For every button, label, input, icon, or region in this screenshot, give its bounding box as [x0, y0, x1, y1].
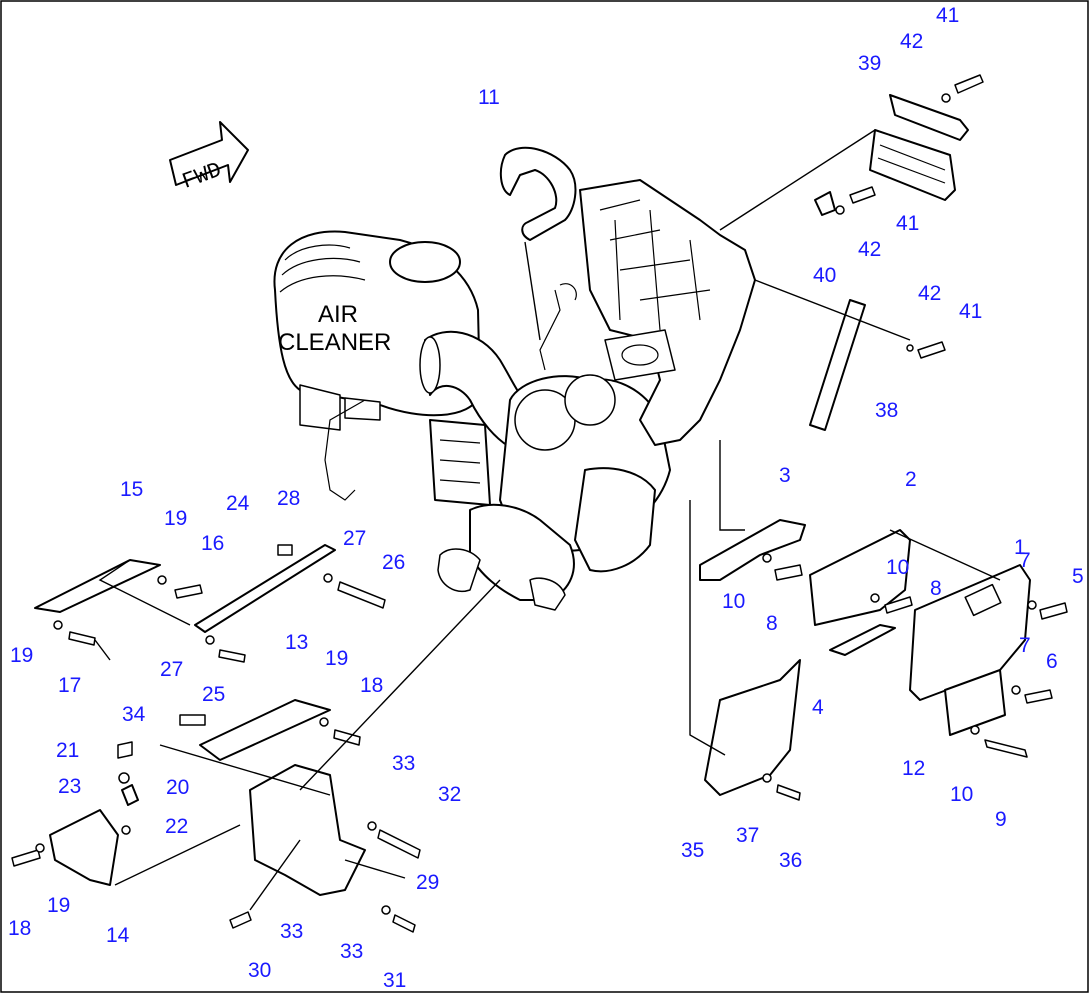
part-4-bar [829, 624, 896, 656]
callout-9: 9 [995, 808, 1007, 831]
callout-32: 32 [438, 783, 461, 806]
callouts: 1 2 3 4 5 6 7 7 8 8 9 10 10 10 11 12 13 … [8, 4, 1084, 992]
callout-31: 31 [383, 969, 406, 992]
callout-4: 4 [812, 696, 824, 719]
part-2-bracket [809, 529, 911, 626]
callout-10a: 10 [722, 590, 745, 613]
part-11-cover [499, 146, 577, 241]
part-40-clip [814, 191, 836, 216]
callout-23: 23 [58, 775, 81, 798]
callout-26: 26 [382, 551, 405, 574]
air-cleaner-label-line1: AIR [318, 301, 358, 328]
callout-13: 13 [285, 631, 308, 654]
callout-28: 28 [277, 487, 300, 510]
callout-18b: 18 [8, 917, 31, 940]
callout-8b: 8 [930, 577, 942, 600]
part-14-bracket [49, 809, 119, 886]
callout-34: 34 [122, 703, 146, 726]
callout-10c: 10 [950, 783, 973, 806]
callout-7a: 7 [1019, 549, 1031, 572]
part-12-plate [944, 669, 1006, 736]
callout-41b: 41 [896, 212, 919, 235]
callout-15: 15 [120, 478, 143, 501]
turbocharger-assembly [429, 374, 671, 611]
callout-5: 5 [1072, 565, 1084, 588]
callout-14: 14 [106, 924, 130, 947]
part-29-bracket [249, 764, 366, 896]
part-24-bar [194, 544, 336, 633]
callout-7b: 7 [1019, 634, 1031, 657]
callout-18a: 18 [360, 674, 383, 697]
callout-19b: 19 [10, 644, 33, 667]
part-39-bracket [869, 94, 969, 201]
callout-22: 22 [165, 815, 188, 838]
part-15-bar [34, 559, 161, 613]
callout-16: 16 [201, 532, 224, 555]
part-20-clamp [121, 784, 139, 806]
callout-6: 6 [1046, 650, 1058, 673]
callout-33b: 33 [280, 920, 303, 943]
callout-38: 38 [875, 399, 898, 422]
callout-12: 12 [902, 757, 925, 780]
callout-27b: 27 [160, 658, 183, 681]
callout-19c: 19 [325, 647, 348, 670]
callout-27a: 27 [343, 527, 366, 550]
callout-10b: 10 [886, 556, 909, 579]
callout-37: 37 [736, 824, 759, 847]
part-1-plate [909, 564, 1031, 701]
fasteners [11, 74, 1068, 933]
callout-42c: 42 [918, 282, 941, 305]
callout-33c: 33 [340, 940, 363, 963]
fwd-arrow: FWD [169, 121, 249, 195]
callout-8a: 8 [766, 612, 778, 635]
callout-29: 29 [416, 871, 439, 894]
callout-36: 36 [779, 849, 802, 872]
callout-25: 25 [202, 683, 225, 706]
callout-41a: 41 [936, 4, 959, 27]
callout-42b: 42 [858, 238, 881, 261]
callout-19d: 19 [47, 894, 70, 917]
part-13-bar [199, 699, 331, 761]
callout-40: 40 [813, 264, 836, 287]
callout-35: 35 [681, 839, 704, 862]
callout-3: 3 [779, 464, 791, 487]
callout-24: 24 [226, 492, 250, 515]
air-cleaner-label-line2: CLEANER [278, 329, 391, 356]
engine-frame [539, 179, 756, 446]
callout-2: 2 [905, 468, 917, 491]
callout-30: 30 [248, 959, 271, 982]
callout-19a: 19 [164, 507, 187, 530]
leader-lines [94, 129, 1001, 911]
callout-11: 11 [478, 86, 500, 109]
callout-21: 21 [56, 739, 79, 762]
callout-39: 39 [858, 52, 881, 75]
callout-33a: 33 [392, 752, 415, 775]
callout-17: 17 [58, 674, 81, 697]
callout-20: 20 [166, 776, 189, 799]
part-3-plate [699, 519, 806, 581]
callout-41c: 41 [959, 300, 982, 323]
callout-42a: 42 [900, 30, 923, 53]
part-35-bracket [704, 659, 801, 796]
part-38-plate [809, 299, 866, 431]
hose-line [324, 399, 366, 501]
callout-1: 1 [1014, 536, 1026, 559]
